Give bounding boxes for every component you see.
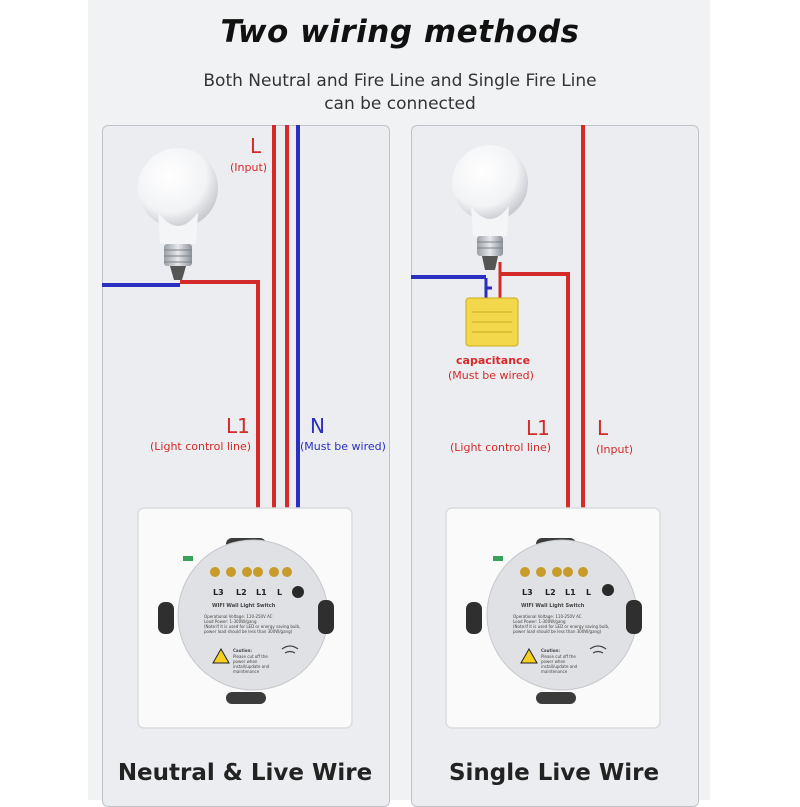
terminal-label-l2: L2 <box>236 588 247 597</box>
switch-spec-line: Operational Voltage: 110-250V AC <box>513 614 582 619</box>
wall-switch-icon <box>445 507 661 729</box>
switch-product-name: WIFI Wall Light Switch <box>521 603 585 609</box>
wifi-icon <box>589 645 607 654</box>
right-wires <box>411 125 585 572</box>
caution-text: Please cut off the power when install/up… <box>541 654 578 674</box>
page-title: Two wiring methods <box>220 14 580 50</box>
capacitor-icon <box>465 278 519 347</box>
capacitor-label: capacitance <box>456 354 531 367</box>
left-neutral-label: N <box>310 414 325 438</box>
right-light-label: L1 <box>526 416 550 440</box>
caution-title: Caution: <box>541 648 560 653</box>
warning-icon <box>520 647 538 664</box>
switch-spec-line: power load should be less than 300W/gang… <box>513 629 602 634</box>
warning-icon <box>212 647 230 664</box>
wall-switch-icon <box>137 507 353 729</box>
page-subtitle: Both Neutral and Fire Line and Single Fi… <box>203 71 597 114</box>
light-bulb-icon <box>138 148 218 280</box>
left-light-desc: (Light control line) <box>150 440 252 453</box>
left-live-desc: (Input) <box>230 161 268 174</box>
light-bulb-icon <box>452 145 528 270</box>
right-light-control-wire <box>500 272 570 572</box>
terminal-label-l1: L1 <box>256 588 267 597</box>
switch-product-name: WIFI Wall Light Switch <box>212 603 276 609</box>
left-light-control-wire <box>180 280 260 572</box>
terminal-label-l3: L3 <box>213 588 224 597</box>
right-caption: Single Live Wire <box>448 760 660 786</box>
left-live-label: L <box>250 134 262 158</box>
switch-spec-line: (Note:If it is used for LED or energy sa… <box>513 624 610 629</box>
terminal-label-l: L <box>277 588 283 597</box>
capacitor-desc: (Must be wired) <box>448 369 534 382</box>
wifi-icon <box>281 645 299 654</box>
terminal-label-l: L <box>586 588 592 597</box>
caution-title: Caution: <box>233 648 252 653</box>
caution-text: Please cut off the power when install/up… <box>233 654 270 674</box>
switch-spec-line: power load should be less than 300W/gang… <box>204 629 293 634</box>
left-neutral-desc: (Must be wired) <box>300 440 386 453</box>
right-live-label: L <box>597 416 609 440</box>
switch-spec-line: Load Power: 1-300W/gang <box>204 619 257 624</box>
terminal-label-l3: L3 <box>522 588 533 597</box>
terminal-label-l1: L1 <box>565 588 576 597</box>
switch-spec-line: Operational Voltage: 110-250V AC <box>204 614 273 619</box>
left-caption: Neutral & Live Wire <box>117 760 373 786</box>
right-light-desc: (Light control line) <box>450 441 552 454</box>
right-live-desc: (Input) <box>596 443 634 456</box>
terminal-label-l2: L2 <box>545 588 556 597</box>
switch-spec-line: Load Power: 1-300W/gang <box>513 619 566 624</box>
switch-spec-line: (Note:If it is used for LED or energy sa… <box>204 624 301 629</box>
left-light-label: L1 <box>226 414 250 438</box>
